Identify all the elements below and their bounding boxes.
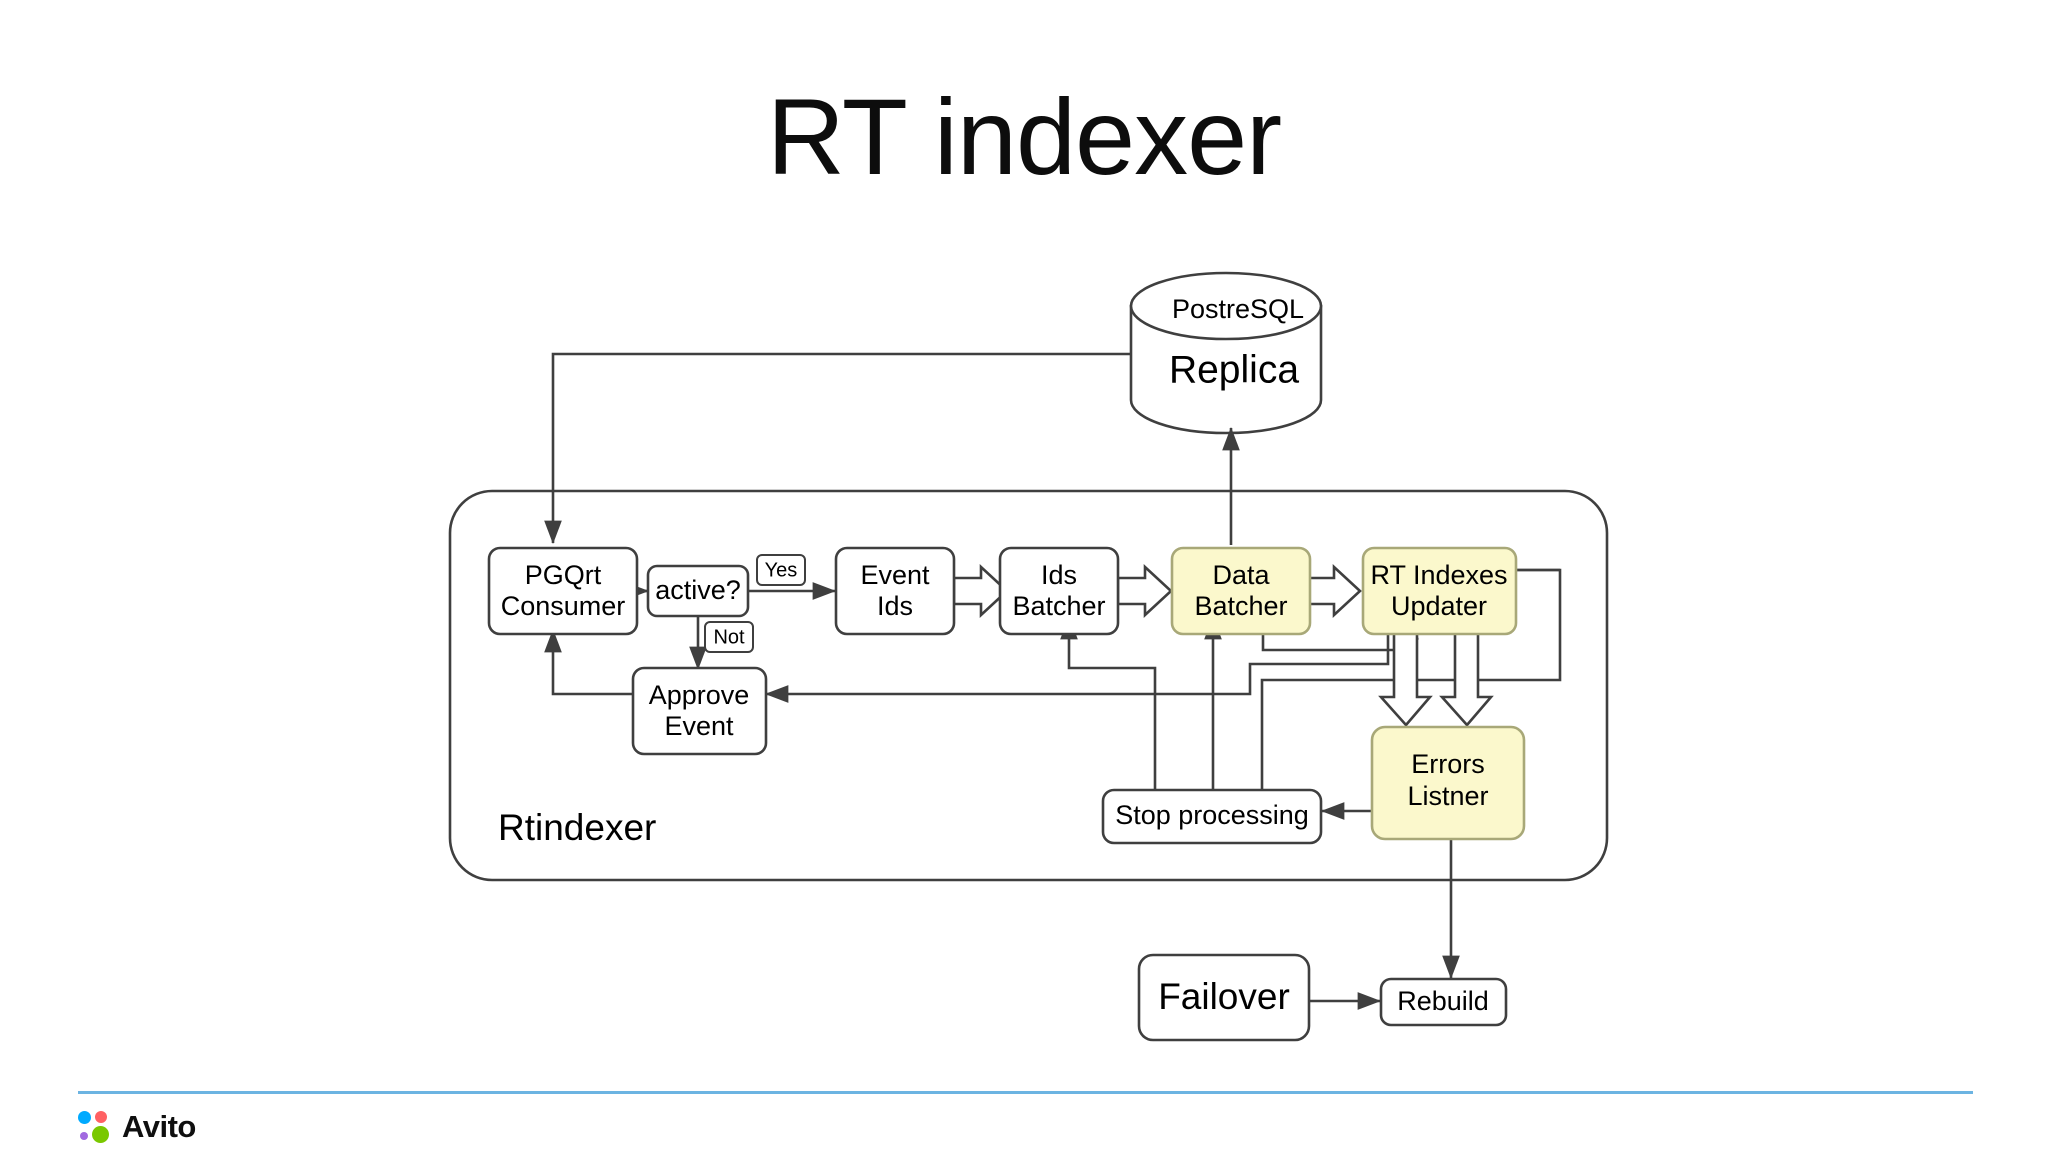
node-stop-processing-label: Stop processing	[1115, 800, 1309, 830]
node-rt-indexes-updater-line1: RT Indexes	[1370, 560, 1507, 590]
logo-dot-purple-icon	[80, 1131, 88, 1140]
node-ids-batcher-line1: Ids	[1041, 560, 1077, 590]
node-active-decision[interactable]: active?	[646, 564, 750, 618]
edge-label-yes-text: Yes	[765, 559, 798, 581]
node-rebuild-label: Rebuild	[1397, 986, 1489, 1016]
block-arrow-databatcher-to-rtupd	[1305, 564, 1362, 618]
node-data-batcher-line1: Data	[1212, 560, 1270, 590]
node-ids-batcher-line2: Batcher	[1012, 591, 1105, 621]
node-data-batcher[interactable]: Data Batcher	[1170, 546, 1312, 636]
node-failover[interactable]: Failover	[1137, 953, 1311, 1042]
node-rt-indexes-updater-line2: Updater	[1391, 591, 1487, 621]
database-top-label: PostreSQL	[1172, 294, 1304, 324]
node-stop-processing[interactable]: Stop processing	[1101, 788, 1323, 845]
logo-dot-red-icon	[95, 1110, 107, 1123]
avito-logo-icon	[78, 1110, 111, 1143]
edge-rtupd-to-approve	[764, 615, 1390, 703]
node-errors-listner-line2: Listner	[1407, 781, 1488, 811]
logo-dot-green-icon	[92, 1125, 109, 1143]
page-title: RT indexer	[766, 76, 1282, 197]
node-pgqrt-consumer-line1: PGQrt	[525, 560, 602, 590]
node-pgqrt-consumer-line2: Consumer	[501, 591, 626, 621]
postgres-replica-cylinder	[1129, 271, 1323, 435]
node-event-ids-line1: Event	[860, 560, 930, 590]
node-event-ids[interactable]: Event Ids	[834, 546, 956, 636]
block-arrow-idsbatcher-to-databatcher	[1116, 564, 1173, 618]
node-approve-event-line2: Event	[664, 711, 734, 741]
node-rt-indexes-updater[interactable]: RT Indexes Updater	[1361, 546, 1518, 636]
node-rebuild[interactable]: Rebuild	[1379, 977, 1508, 1027]
avito-brand: Avito	[78, 1106, 196, 1146]
database-body-label: Replica	[1169, 348, 1299, 391]
edge-label-not: Not	[704, 621, 754, 653]
node-event-ids-line2: Ids	[877, 591, 913, 621]
node-approve-event-line1: Approve	[649, 680, 750, 710]
node-errors-listner-line1: Errors	[1411, 749, 1485, 779]
node-pgqrt-consumer[interactable]: PGQrt Consumer	[487, 546, 639, 636]
node-ids-batcher[interactable]: Ids Batcher	[998, 546, 1120, 636]
node-active-decision-label: active?	[655, 575, 741, 605]
edge-approve-to-pgqrt	[544, 628, 632, 696]
node-errors-listner[interactable]: Errors Listner	[1370, 725, 1526, 841]
edge-stopproc-to-idsbatcher	[1060, 615, 1157, 792]
node-data-batcher-line2: Batcher	[1194, 591, 1287, 621]
node-failover-label: Failover	[1158, 976, 1290, 1017]
logo-dot-blue-icon	[78, 1110, 91, 1124]
edge-label-not-text: Not	[713, 626, 745, 648]
block-arrow-eventids-to-idsbatcher	[952, 564, 1009, 618]
edge-label-yes: Yes	[756, 554, 806, 586]
edge-replica-to-pgqrt	[544, 352, 1131, 545]
node-approve-event[interactable]: Approve Event	[631, 666, 768, 756]
footer-divider	[78, 1091, 1973, 1094]
rtindexer-container-label: Rtindexer	[498, 807, 656, 848]
avito-brand-name: Avito	[122, 1108, 196, 1144]
